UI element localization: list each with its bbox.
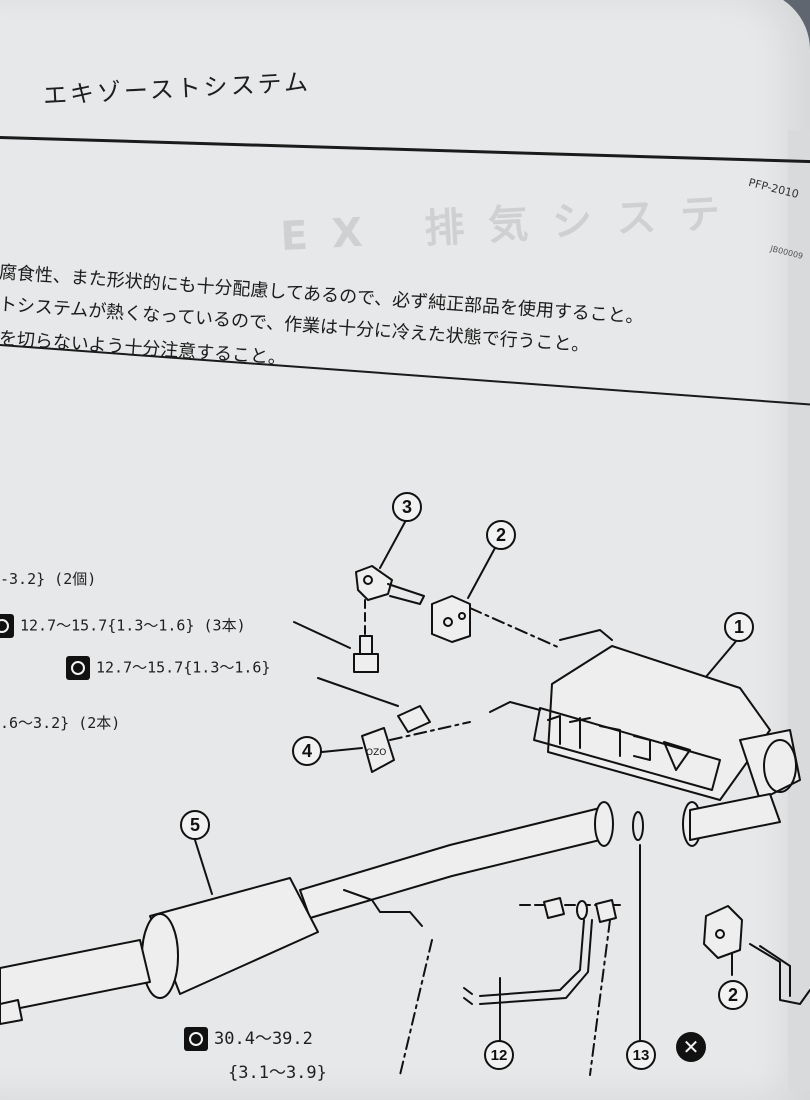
callout-part-13: 13: [626, 1040, 656, 1070]
spec-text: .6〜3.2} (2本): [0, 714, 121, 732]
main-muffler: [547, 645, 771, 801]
svg-text:OZO: OZO: [366, 748, 386, 758]
rubber-mount-4: [361, 727, 395, 773]
nut: [595, 899, 617, 923]
bracket-lower: [759, 945, 791, 997]
spec-line-2: 12.7〜15.7{1.3〜1.6} (3本): [0, 614, 246, 638]
leader-line: [317, 677, 399, 707]
bolt-4: [397, 705, 431, 733]
callout-part-2-lower: 2: [718, 980, 748, 1010]
callout-part-2: 2: [486, 520, 516, 550]
leader-line: [194, 839, 213, 895]
bolt: [359, 635, 373, 655]
mid-pipe: [689, 793, 781, 841]
bracket-lower: [749, 943, 810, 1005]
bolt-head: [353, 653, 379, 673]
callout-part-4: 4: [292, 736, 322, 766]
leader-line: [293, 621, 351, 649]
spec-line-6: {3.1〜3.9}: [228, 1058, 327, 1083]
spec-text: 30.4〜39.2: [214, 1029, 313, 1049]
leader-line: [467, 547, 496, 599]
bracket-3-tab: [387, 583, 425, 605]
torque-wrench-icon: [0, 614, 14, 638]
do-not-reuse-icon: ✕: [676, 1032, 706, 1062]
muffler-heat-shield: [533, 707, 721, 791]
hanger-rod: [343, 889, 423, 927]
callout-part-1: 1: [724, 612, 754, 642]
callout-part-5: 5: [180, 810, 210, 840]
muffler-emboss: [547, 715, 691, 771]
front-pipe: [0, 939, 151, 1013]
spec-text: {3.1〜3.9}: [228, 1063, 327, 1083]
assembly-line: [469, 607, 561, 649]
spec-line-4: .6〜3.2} (2本): [0, 712, 120, 733]
assembly-line: [399, 939, 433, 1076]
spec-text: -3.2} (2個): [0, 570, 97, 588]
leader-line: [321, 747, 363, 753]
callout-part-12: 12: [484, 1040, 514, 1070]
bracket-3: [355, 565, 393, 601]
hanger-rod: [559, 629, 613, 641]
spec-line-3: 12.7〜15.7{1.3〜1.6}: [66, 656, 271, 680]
sensor-rod: [479, 919, 585, 997]
spec-text: 12.7〜15.7{1.3〜1.6} (3本): [20, 616, 246, 635]
hanger-rod: [489, 701, 541, 713]
leader-line: [379, 521, 406, 569]
spec-line-5: 30.4〜39.2: [184, 1024, 313, 1051]
spec-text: 12.7〜15.7{1.3〜1.6}: [96, 658, 271, 677]
assembly-line: [389, 721, 471, 741]
flange: [0, 999, 23, 1025]
torque-wrench-icon: [184, 1027, 208, 1051]
next-page-edge: [788, 130, 810, 1090]
tailpipe: [739, 729, 801, 801]
assembly-line: [589, 919, 611, 1076]
nut: [543, 897, 565, 919]
torque-wrench-icon: [66, 656, 90, 680]
break-mark: [463, 987, 473, 1005]
callout-part-3: 3: [392, 492, 422, 522]
sensor-rod: [479, 919, 593, 1005]
spec-line-1: -3.2} (2個): [0, 568, 96, 589]
